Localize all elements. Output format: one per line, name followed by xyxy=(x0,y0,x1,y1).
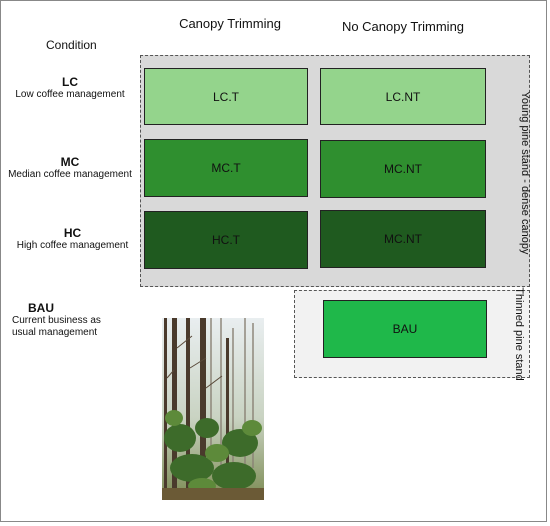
condition-desc: Current business as usual management xyxy=(12,315,101,338)
cell-hc-nt: MC.NT xyxy=(320,210,486,268)
condition-code: BAU xyxy=(28,301,54,315)
condition-header: Condition xyxy=(46,38,97,52)
cell-bau: BAU xyxy=(323,300,487,358)
cell-lc-t: LC.T xyxy=(144,68,308,125)
thinned-pine-stand-label: Thinned pine stand xyxy=(513,287,525,381)
condition-code: HC xyxy=(63,226,82,240)
condition-code: LC xyxy=(62,75,78,89)
condition-code: MC xyxy=(60,155,80,169)
condition-hc: HC High coffee management xyxy=(10,226,135,252)
young-pine-stand-label: Young pine stand - dense canopy xyxy=(519,91,531,255)
condition-mc: MC Median coffee management xyxy=(6,155,134,181)
pine-forest-illustration xyxy=(162,318,264,500)
no-canopy-trimming-header: No Canopy Trimming xyxy=(341,19,465,34)
cell-lc-nt: LC.NT xyxy=(320,68,486,125)
condition-desc: Low coffee management xyxy=(15,89,125,100)
cell-mc-t: MC.T xyxy=(144,139,308,197)
pine-forest-photo xyxy=(162,318,264,500)
cell-mc-nt: MC.NT xyxy=(320,140,486,198)
canopy-trimming-header: Canopy Trimming xyxy=(179,16,281,31)
cell-hc-t: HC.T xyxy=(144,211,308,269)
condition-desc: High coffee management xyxy=(16,240,129,251)
condition-bau: BAU Current business as usual management xyxy=(12,301,122,339)
condition-desc: Median coffee management xyxy=(8,169,132,180)
condition-lc: LC Low coffee management xyxy=(10,75,130,101)
